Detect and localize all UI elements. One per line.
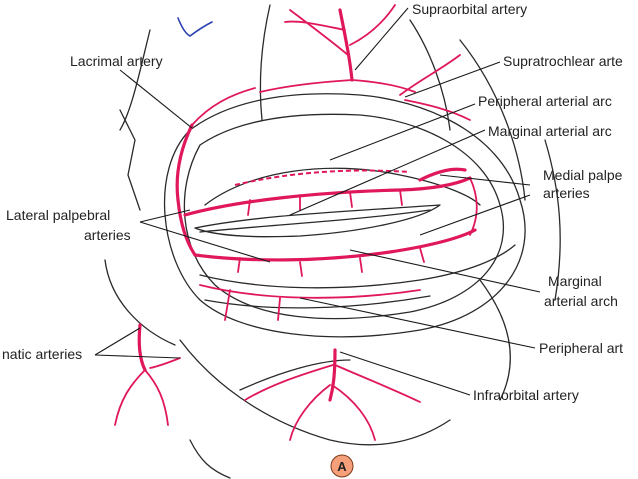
label-peripheral-arterial-bottom: Peripheral art	[539, 340, 623, 356]
arteries	[114, 4, 478, 441]
label-marginal-arterial-arch-line2: arterial arch	[544, 293, 618, 309]
figure-letter: A	[337, 459, 347, 474]
label-marginal-arterial-arc-top: Marginal arterial arc	[488, 123, 612, 139]
label-lateral-palpebral-line1: Lateral palpebral	[6, 207, 110, 223]
label-medial-palpebral-line2: arteries	[543, 185, 590, 201]
orbit-outline	[104, 4, 561, 479]
label-marginal-arterial-arch-line1: Marginal	[548, 273, 602, 289]
leader-lines	[94, 7, 541, 396]
label-zygomatic-arteries: natic arteries	[2, 346, 82, 362]
label-lateral-palpebral-line2: arteries	[84, 227, 131, 243]
figure-letter-badge: A	[330, 454, 354, 478]
label-lacrimal-artery: Lacrimal artery	[70, 53, 163, 69]
label-supratrochlear-artery: Supratrochlear arte	[503, 53, 623, 69]
pen-mark	[177, 17, 213, 37]
label-infraorbital-artery: Infraorbital artery	[473, 387, 579, 403]
label-peripheral-arterial-arc-top: Peripheral arterial arc	[478, 93, 612, 109]
label-medial-palpebral-line1: Medial palpe	[543, 167, 623, 183]
label-supraorbital-artery: Supraorbital artery	[412, 1, 527, 17]
